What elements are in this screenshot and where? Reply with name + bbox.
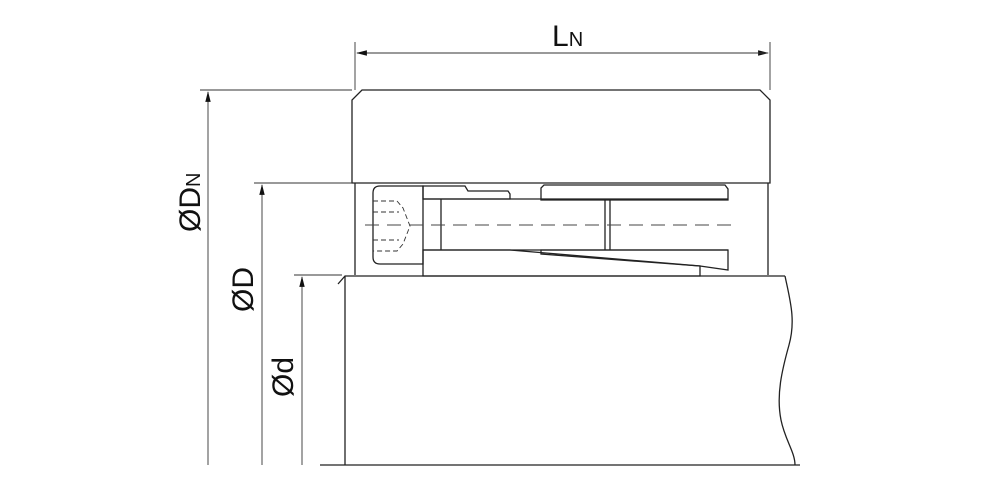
shaft-diameter-label: Ød [267, 357, 300, 397]
dimension-bore-diameter: ØD [227, 182, 352, 465]
bore-diameter-label: ØD [227, 267, 260, 312]
dimension-length: LN [354, 20, 771, 90]
screw-head [372, 185, 424, 265]
length-label: LN [552, 20, 583, 53]
hex-socket [373, 200, 411, 252]
outer-diameter-label: ØDN [174, 173, 207, 232]
screw-shank [423, 198, 728, 251]
outer-ring [351, 89, 771, 184]
inner-bore-outline [354, 183, 769, 275]
dimension-shaft-diameter: Ød [267, 274, 342, 465]
pressure-ring-top [540, 184, 729, 201]
inner-sleeve-top [422, 185, 511, 200]
shaft [337, 275, 796, 466]
dimension-outer-diameter: ØDN [174, 89, 352, 465]
